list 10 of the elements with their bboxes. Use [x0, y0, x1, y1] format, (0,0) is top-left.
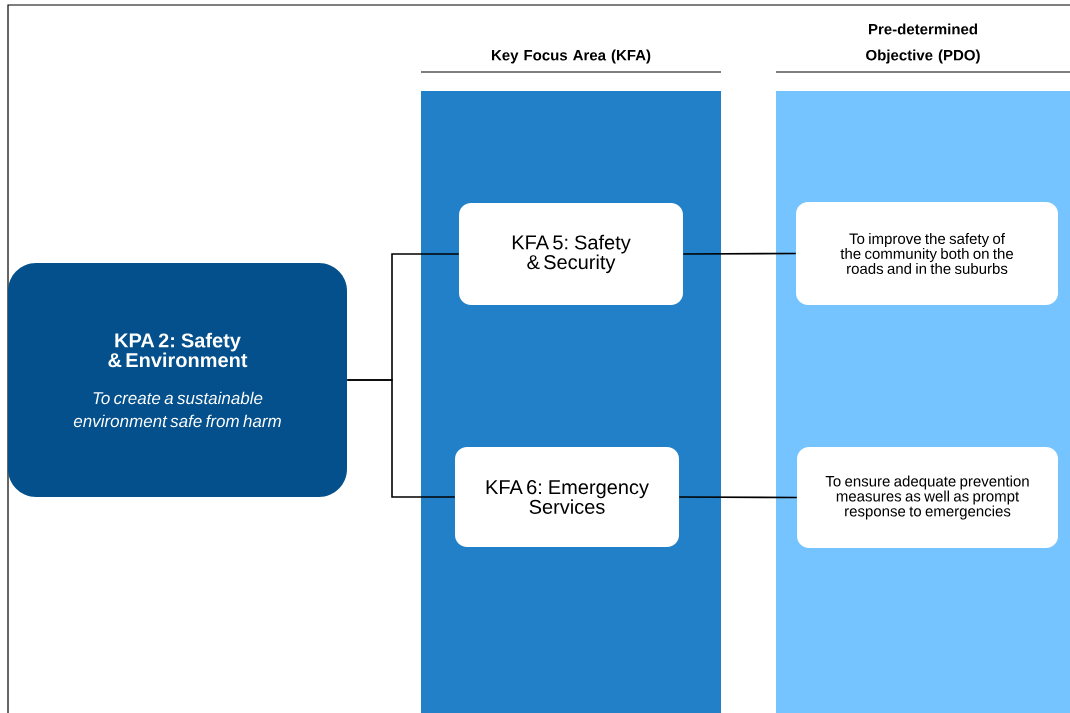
text-box: KFA 5: Safety & Security: [459, 203, 683, 305]
text-box: KFA 6: Emergency Services: [455, 447, 679, 547]
text-box: To ensure adequate prevention measures as well as prompt response to emergencies: [797, 447, 1058, 548]
node-label: Key Focus Area (KFA): [491, 49, 651, 64]
connector-line: [682, 252, 797, 255]
title-box: KPA 2: Safety & Environment To create a sustainable environment safe from harm: [8, 263, 347, 497]
connector-line: [678, 496, 798, 499]
connector-line: [346, 379, 456, 498]
text-box: To improve the safety of the community both on the roads and in the suburbs: [796, 202, 1058, 305]
node-label: Pre-determined Objective (PDO): [866, 23, 980, 64]
